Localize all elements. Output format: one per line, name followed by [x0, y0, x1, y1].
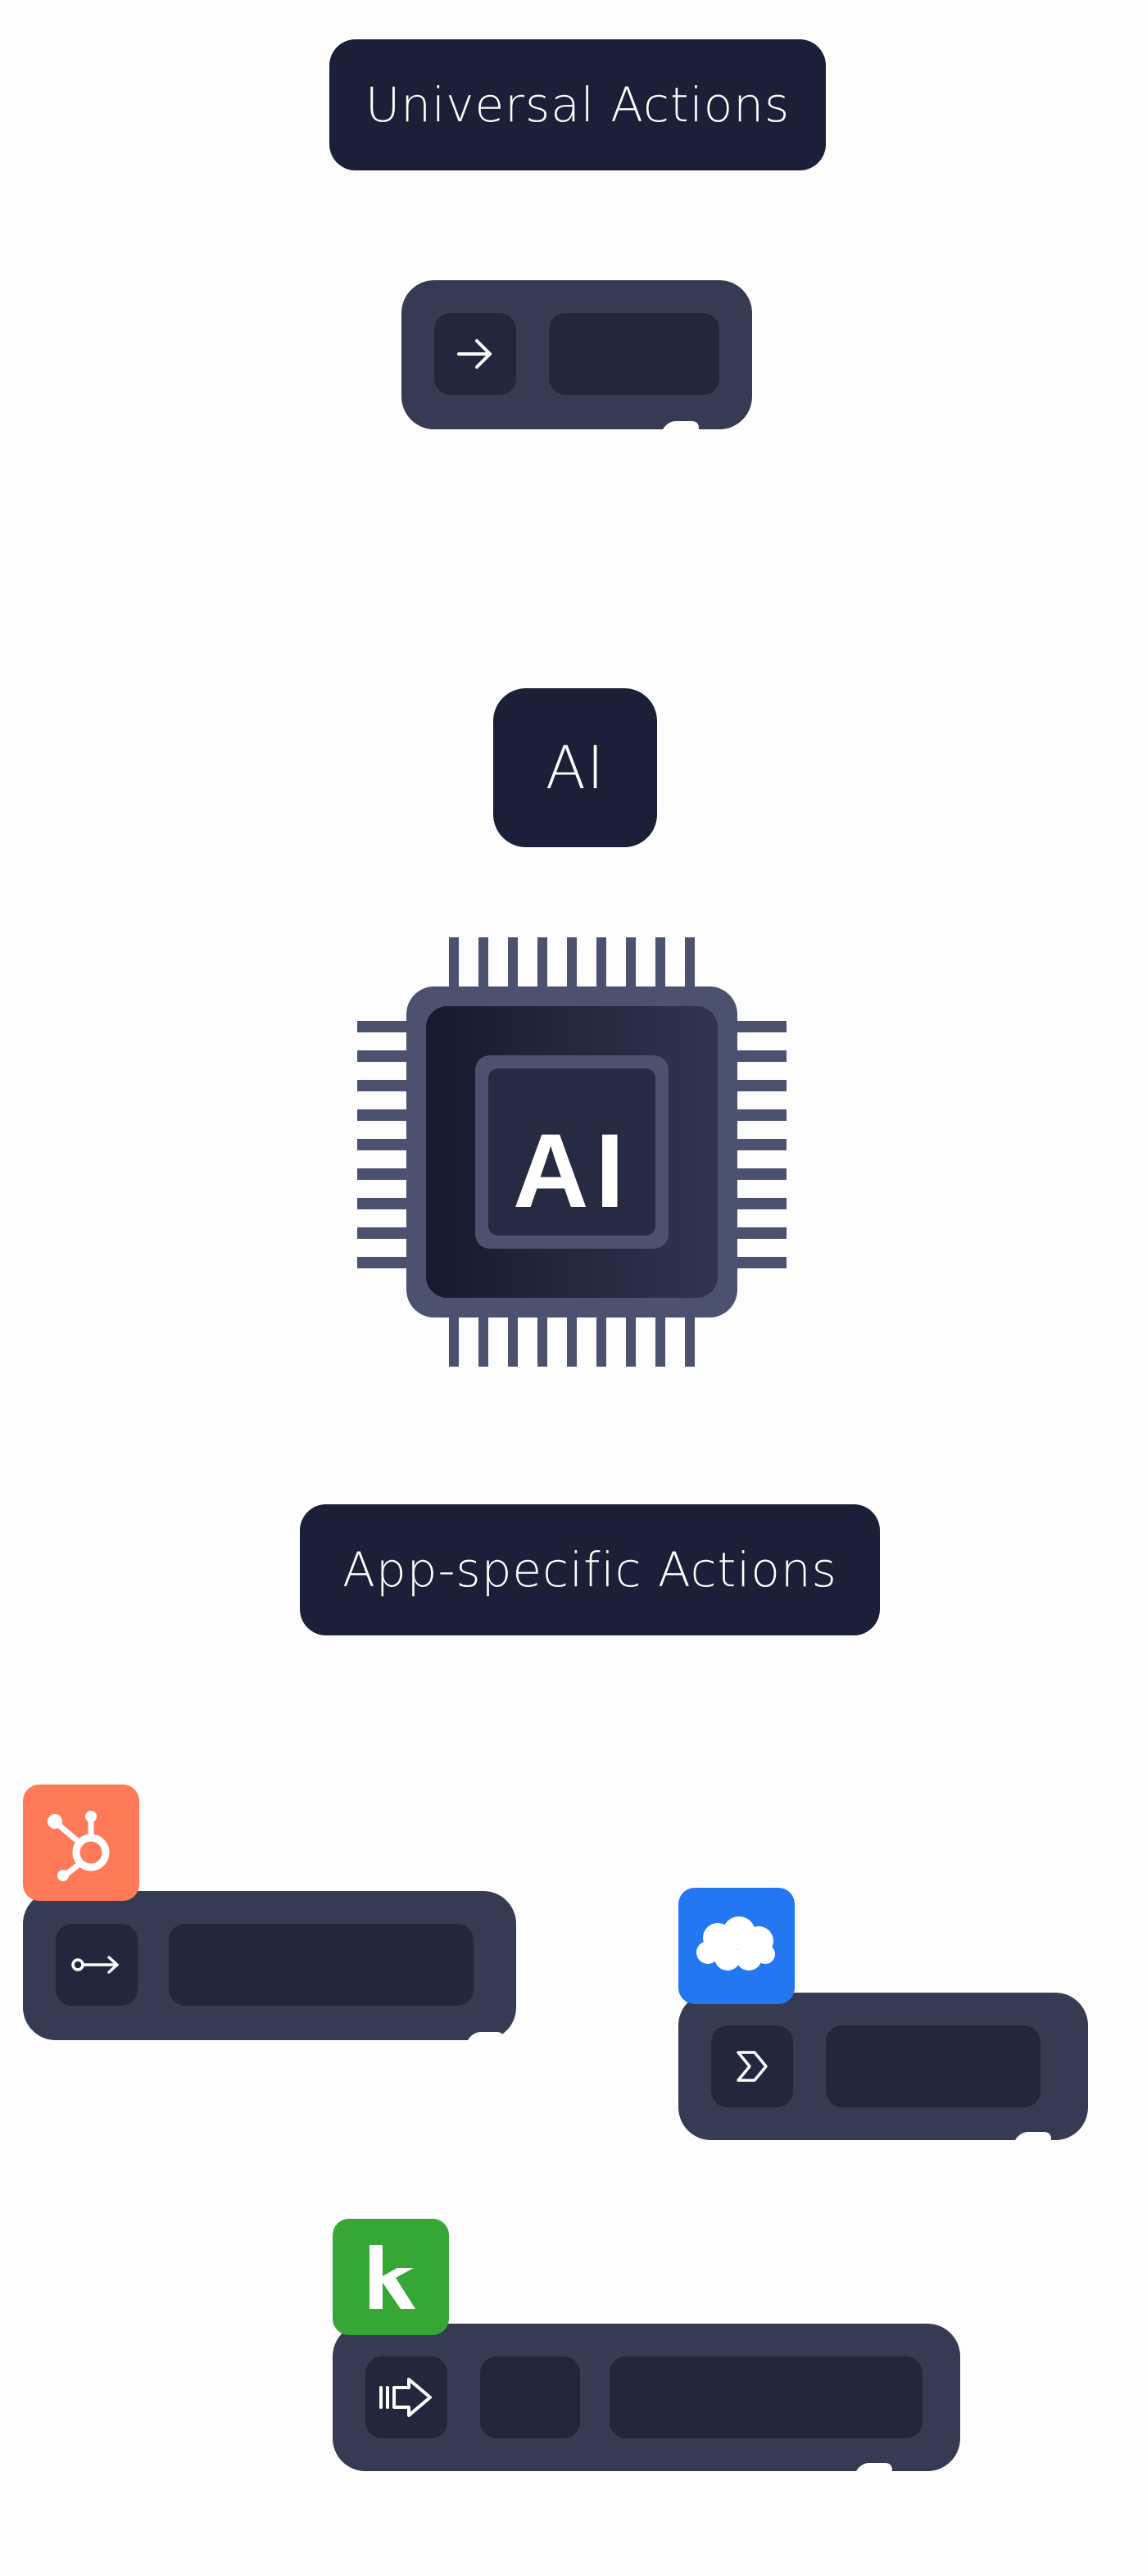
step-name-placeholder [549, 313, 719, 395]
step-icon-slot [56, 1924, 138, 2006]
chip-label: AI [357, 1119, 787, 1224]
card-notch [661, 421, 701, 433]
step-icon-slot [711, 2025, 793, 2107]
universal-action-card[interactable] [401, 280, 752, 429]
arrow-right-icon [452, 331, 498, 377]
salesforce-logo-icon [691, 1913, 782, 1979]
step-icon-slot [365, 2356, 447, 2438]
hubspot-action-card[interactable] [23, 1891, 516, 2040]
pointing-arrow-icon [378, 2374, 435, 2420]
hubspot-logo-icon [40, 1802, 122, 1884]
salesforce-action-card[interactable] [678, 1993, 1088, 2140]
universal-actions-heading: Universal Actions [329, 39, 826, 170]
hubspot-logo [23, 1785, 139, 1901]
card-notch [1013, 2132, 1054, 2143]
step-label-placeholder [480, 2356, 580, 2438]
keap-logo [333, 2219, 449, 2335]
card-notch [855, 2463, 895, 2474]
card-notch [466, 2032, 506, 2043]
keap-action-card[interactable] [333, 2324, 960, 2471]
chevron-double-icon [732, 2046, 773, 2087]
keap-logo-icon [358, 2240, 424, 2314]
ai-chip: AI [357, 937, 787, 1367]
salesforce-logo [678, 1888, 795, 2004]
ai-heading: AI [493, 688, 657, 847]
step-name-placeholder [610, 2356, 923, 2438]
step-name-placeholder [826, 2025, 1040, 2107]
step-name-placeholder [169, 1924, 474, 2006]
key-arrow-icon [68, 1948, 125, 1981]
step-icon-slot [434, 313, 516, 395]
app-specific-actions-heading: App-specific Actions [300, 1504, 880, 1635]
